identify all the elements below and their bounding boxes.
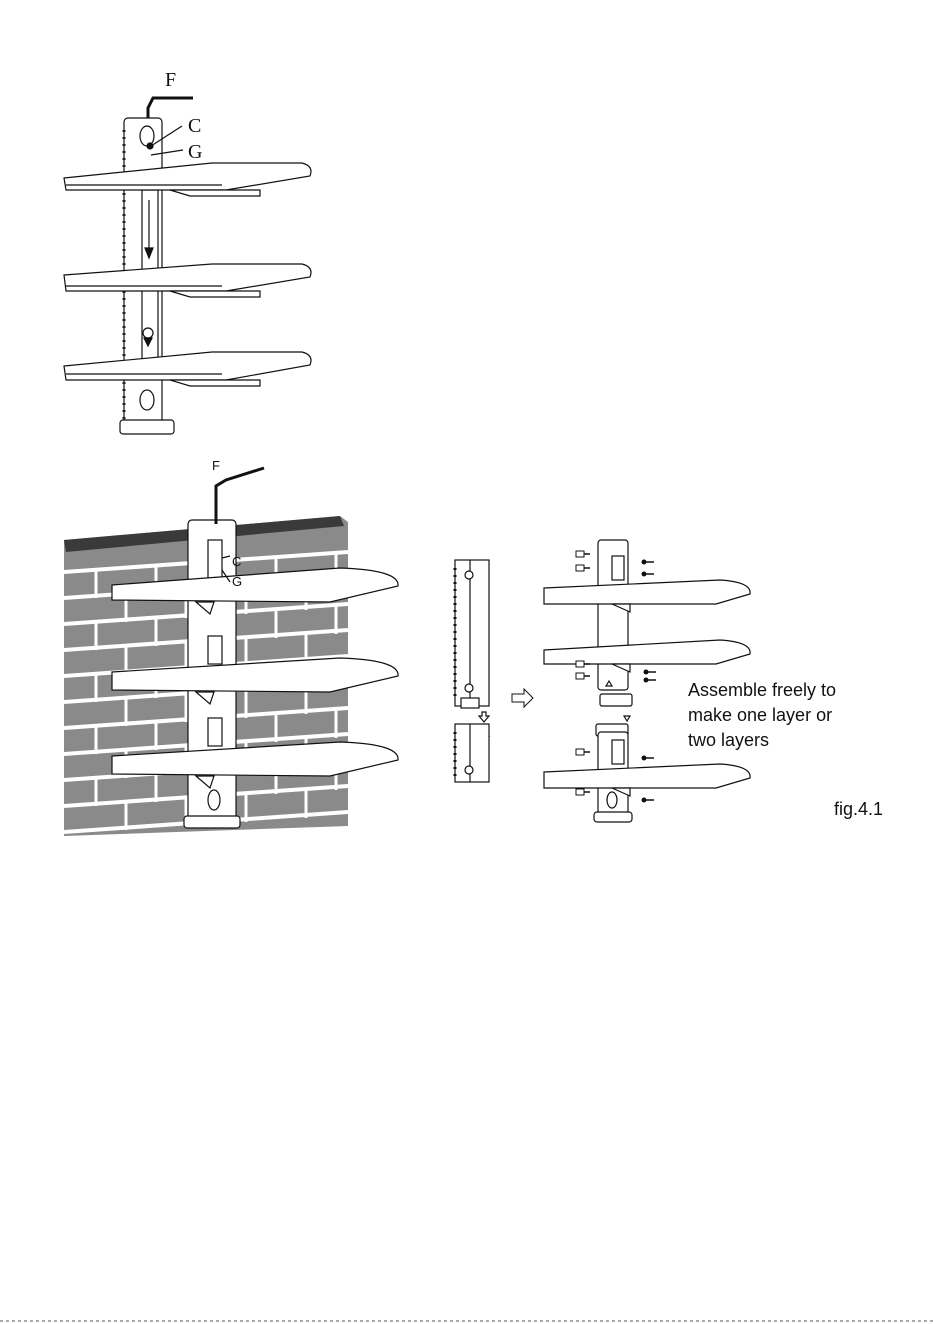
top-shelf-2 <box>64 264 311 291</box>
top-label-F: F <box>165 69 176 91</box>
caption-line-1: Assemble freely to <box>688 678 888 703</box>
wall-label-F: F <box>212 458 220 473</box>
top-label-G: G <box>188 141 202 163</box>
column-segments <box>455 560 489 782</box>
caption-line-3: two layers <box>688 728 888 753</box>
top-shelf-1 <box>64 163 311 190</box>
arrow-right-icon <box>512 689 533 707</box>
caption-line-2: make one layer or <box>688 703 888 728</box>
top-shelf-3 <box>64 352 311 380</box>
wall-label-G: G <box>232 574 242 589</box>
wall-label-C: C <box>232 554 241 569</box>
top-label-C: C <box>188 115 201 137</box>
assembly-caption: Assemble freely to make one layer or two… <box>688 678 888 753</box>
figure-id: fig.4.1 <box>834 797 883 822</box>
wall-wrench-F <box>216 468 264 524</box>
top-wrench-F <box>148 98 193 118</box>
